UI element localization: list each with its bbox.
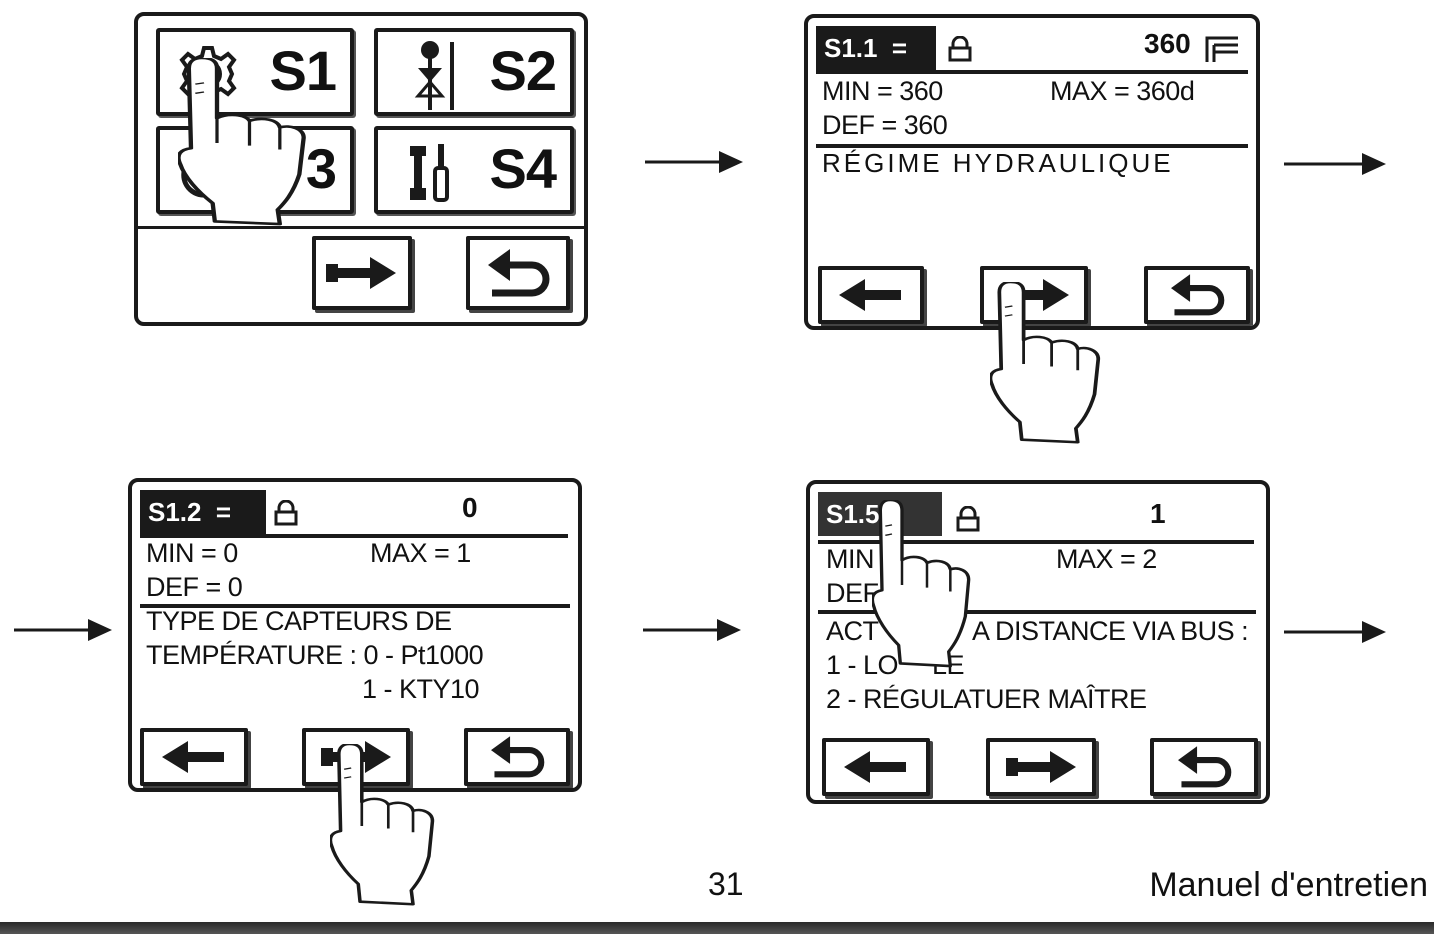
tile-s2[interactable]: S2 [374, 28, 574, 116]
arrow-right-icon [1006, 751, 1076, 783]
tile-s1[interactable]: S1 [156, 28, 354, 116]
default-value: DEF [826, 578, 879, 608]
screen-s1-1: S1.1 = 360 MIN = 360 MAX = 360d DEF = 36… [804, 14, 1260, 330]
tile-s3-label: 3 [305, 137, 337, 201]
unit-flag-icon [1205, 36, 1238, 62]
description-line-2a: 1 - LO [826, 650, 899, 680]
arrow-right-icon [321, 741, 391, 773]
footer-bar [0, 922, 1434, 934]
page-number: 31 [708, 866, 744, 902]
description-line-1: TYPE DE CAPTEURS DE [146, 606, 452, 636]
next-button[interactable] [302, 728, 410, 786]
tile-s4-label: S4 [489, 137, 557, 201]
return-icon [482, 731, 552, 783]
default-value: DEF = 360 [822, 110, 948, 140]
min-value: MIN [826, 544, 875, 574]
prev-button[interactable] [818, 266, 924, 324]
description-line-2: TEMPÉRATURE : 0 - Pt1000 [146, 640, 484, 670]
parameter-id: S1.2 = [140, 490, 266, 534]
arrow-right-icon [999, 279, 1069, 311]
prev-button[interactable] [140, 728, 248, 786]
next-button[interactable] [980, 266, 1088, 324]
parameter-value: 1 [1150, 498, 1166, 529]
description-line-1b: A DISTANCE VIA BUS : [972, 616, 1249, 646]
prev-button[interactable] [822, 738, 930, 796]
valve-icon [412, 38, 462, 117]
menu-next-button[interactable] [312, 236, 412, 310]
back-button[interactable] [464, 728, 570, 786]
flow-arrow-1 [645, 151, 743, 173]
max-value: MAX = 360d [1050, 76, 1195, 106]
description-line-2b: LE [932, 650, 965, 680]
min-value: MIN = 360 [822, 76, 943, 106]
header-rule [816, 70, 1248, 74]
return-icon [1162, 269, 1232, 321]
parameter-id: S1.5 [818, 492, 942, 536]
flow-arrow-4 [643, 619, 741, 641]
next-button[interactable] [986, 738, 1096, 796]
flow-arrow-2 [1284, 153, 1386, 175]
parameter-id: S1.1 = [816, 26, 936, 70]
flow-arrow-3 [14, 619, 112, 641]
screen-s1-5: S1.5 1 MIN MAX = 2 DEF ACT A DISTANCE VI… [806, 480, 1270, 804]
desc-rule [816, 144, 1248, 148]
menu-screen: S1 S2 3 [134, 12, 588, 326]
arrow-right-icon [326, 257, 396, 289]
parameter-value: 360 [1144, 28, 1191, 59]
lock-icon [948, 36, 972, 62]
description-line-3: 2 - RÉGULATUER MAÎTRE [826, 684, 1147, 714]
header-rule [818, 540, 1254, 544]
header-rule [140, 534, 568, 538]
flow-arrow-5 [1284, 621, 1386, 643]
lock-icon [956, 506, 980, 532]
menu-divider [138, 226, 584, 229]
return-icon [1169, 741, 1239, 793]
back-button[interactable] [1150, 738, 1258, 796]
tile-s2-label: S2 [489, 39, 557, 103]
obscured-icon [180, 150, 220, 205]
min-value: MIN = 0 [146, 538, 238, 568]
max-value: MAX = 1 [370, 538, 471, 568]
tools-icon [404, 140, 458, 209]
default-value: DEF = 0 [146, 572, 243, 602]
return-icon [478, 243, 558, 303]
tile-s4[interactable]: S4 [374, 126, 574, 214]
screen-s1-2: S1.2 = 0 MIN = 0 MAX = 1 DEF = 0 TYPE DE… [128, 478, 582, 792]
desc-rule [818, 610, 1256, 614]
back-button[interactable] [1144, 266, 1250, 324]
lock-icon [274, 500, 298, 526]
menu-back-button[interactable] [466, 236, 570, 310]
description-line-1a: ACT [826, 616, 879, 646]
tile-s1-label: S1 [269, 39, 337, 103]
parameter-description: RÉGIME HYDRAULIQUE [822, 148, 1174, 178]
desc-rule [140, 604, 570, 608]
tile-s3[interactable]: 3 [156, 126, 354, 214]
parameter-value: 0 [462, 492, 478, 523]
arrow-left-icon [839, 279, 901, 311]
document-title: Manuel d'entretien [1149, 866, 1428, 904]
arrow-left-icon [844, 751, 906, 783]
gear-icon [178, 44, 238, 109]
max-value: MAX = 2 [1056, 544, 1157, 574]
description-line-3: 1 - KTY10 [362, 674, 480, 704]
arrow-left-icon [162, 741, 224, 773]
